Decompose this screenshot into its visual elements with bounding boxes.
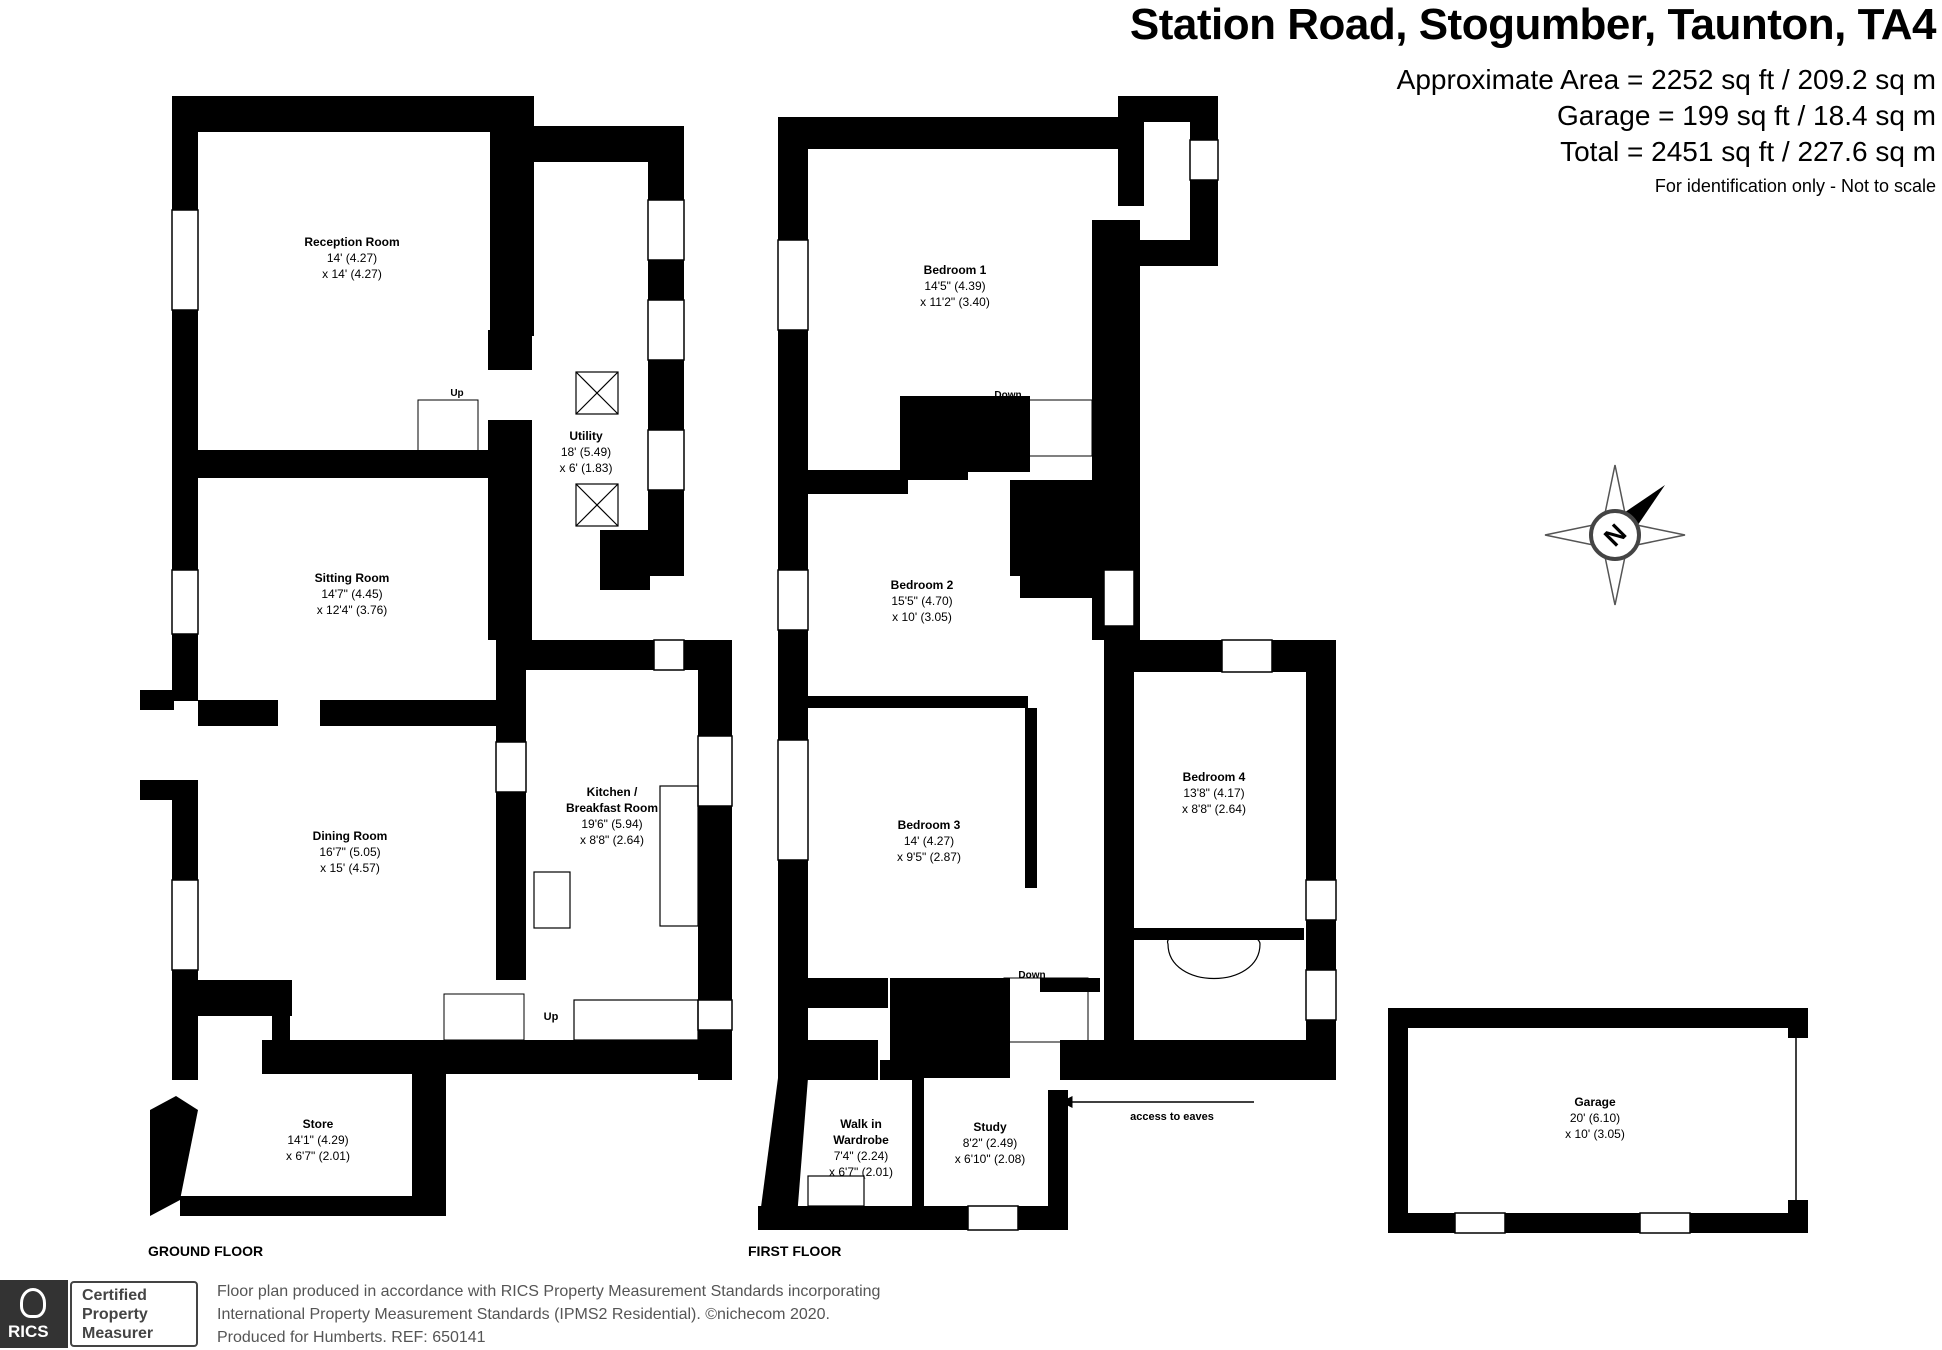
study-dim1: 8'2" (2.49) (963, 1136, 1018, 1150)
bedroom4-dim2: x 8'8" (2.64) (1182, 802, 1246, 816)
dining-room-name: Dining Room (313, 829, 388, 843)
sitting-room-dim1: 14'7" (4.45) (321, 587, 382, 601)
store-dim1: 14'1" (4.29) (287, 1133, 348, 1147)
access-to-eaves-label: access to eaves (1130, 1111, 1214, 1123)
footer-line-3: Produced for Humberts. REF: 650141 (217, 1329, 486, 1346)
bedroom1-name: Bedroom 1 (924, 263, 987, 277)
study-name: Study (973, 1120, 1007, 1134)
bedroom4-dim1: 13'8" (4.17) (1183, 786, 1244, 800)
stairs-down-label-1: Down (994, 390, 1021, 401)
rics-logo: RICS (0, 1280, 68, 1348)
cert-line-2: Property (82, 1306, 148, 1323)
first-floor-label: FIRST FLOOR (748, 1243, 841, 1259)
wardrobe-dim1: 7'4" (2.24) (834, 1149, 889, 1163)
reception-room-name: Reception Room (304, 235, 399, 249)
kitchen-name-1: Kitchen / (587, 785, 638, 799)
bedroom3-name: Bedroom 3 (898, 818, 961, 832)
cert-line-3: Measurer (82, 1325, 154, 1342)
rics-logo-text: RICS (8, 1322, 49, 1341)
kitchen-dim1: 19'6" (5.94) (581, 817, 642, 831)
property-address: Station Road, Stogumber, Taunton, TA4 (1129, 0, 1937, 49)
sitting-room-name: Sitting Room (315, 571, 390, 585)
wardrobe-name-2: Wardrobe (833, 1133, 889, 1147)
bedroom3-dim1: 14' (4.27) (904, 834, 954, 848)
staircases (417, 399, 1093, 1043)
kitchen-dim2: x 8'8" (2.64) (580, 833, 644, 847)
reception-room-dim2: x 14' (4.27) (322, 267, 382, 281)
garage-name: Garage (1574, 1095, 1616, 1109)
bedroom3-dim2: x 9'5" (2.87) (897, 850, 961, 864)
scale-note: For identification only - Not to scale (1654, 176, 1936, 196)
ground-floor-walls (140, 96, 732, 1216)
ground-floor-label: GROUND FLOOR (148, 1243, 263, 1259)
study-dim2: x 6'10" (2.08) (955, 1152, 1026, 1166)
utility-name: Utility (569, 429, 603, 443)
cert-line-1: Certified (82, 1287, 147, 1304)
footer-line-2: International Property Measurement Stand… (217, 1306, 830, 1323)
wardrobe-name-1: Walk in (840, 1117, 882, 1131)
total-area: Total = 2451 sq ft / 227.6 sq m (1560, 136, 1936, 167)
store-dim2: x 6'7" (2.01) (286, 1149, 350, 1163)
bedroom1-dim2: x 11'2" (3.40) (920, 295, 990, 309)
garage-dim2: x 10' (3.05) (1565, 1127, 1625, 1141)
bedroom2-dim2: x 10' (3.05) (892, 610, 952, 624)
sitting-room-dim2: x 12'4" (3.76) (317, 603, 388, 617)
stairs-up-label-2: Up (544, 1011, 559, 1023)
store-name: Store (303, 1117, 334, 1131)
approximate-area: Approximate Area = 2252 sq ft / 209.2 sq… (1396, 64, 1936, 95)
bedroom2-name: Bedroom 2 (891, 578, 954, 592)
garage-area: Garage = 199 sq ft / 18.4 sq m (1557, 100, 1936, 131)
dining-room-dim2: x 15' (4.57) (320, 861, 380, 875)
kitchen-name-2: Breakfast Room (566, 801, 658, 815)
bedroom2-dim1: 15'5" (4.70) (891, 594, 952, 608)
dining-room-dim1: 16'7" (5.05) (319, 845, 380, 859)
garage-dim1: 20' (6.10) (1570, 1111, 1620, 1125)
fixtures (533, 371, 1261, 1207)
ground-windows (171, 199, 733, 1031)
stairs-up-label-1: Up (450, 388, 463, 399)
first-windows (777, 139, 1337, 1231)
footer-line-1: Floor plan produced in accordance with R… (217, 1283, 881, 1300)
compass-rose: N (1544, 464, 1686, 606)
bedroom4-name: Bedroom 4 (1183, 770, 1246, 784)
utility-dim1: 18' (5.49) (561, 445, 611, 459)
stairs-down-label-2: Down (1018, 970, 1045, 981)
wardrobe-dim2: x 6'7" (2.01) (829, 1165, 893, 1179)
utility-dim2: x 6' (1.83) (560, 461, 613, 475)
bedroom1-dim1: 14'5" (4.39) (924, 279, 985, 293)
reception-room-dim1: 14' (4.27) (327, 251, 377, 265)
certified-property-measurer-badge: Certified Property Measurer (70, 1281, 198, 1347)
